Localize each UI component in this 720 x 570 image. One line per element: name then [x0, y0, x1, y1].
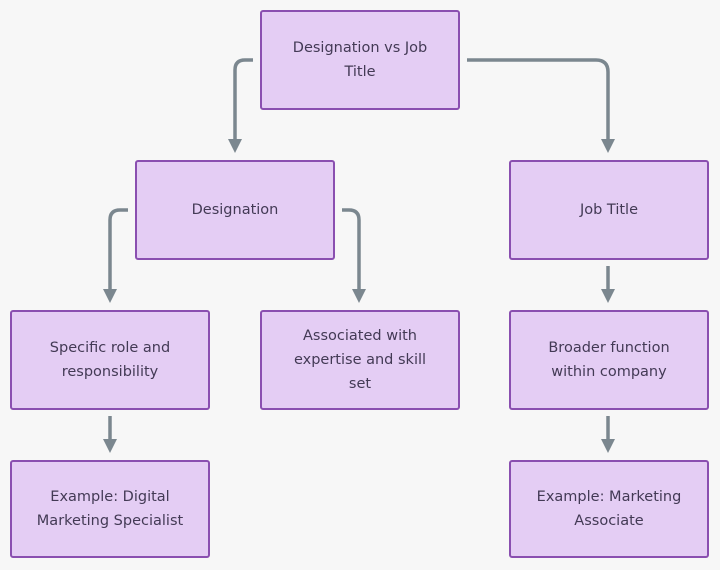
node-label: Job Title	[579, 202, 639, 218]
node-root: Designation vs Job Title	[260, 10, 460, 110]
node-associated-expertise: Associated with expertise and skill set	[260, 310, 460, 410]
node-label: Associated with expertise and skill set	[293, 328, 427, 392]
node-example-designation: Example: Digital Marketing Specialist	[10, 460, 210, 558]
edge-designation-specific	[103, 208, 128, 303]
node-label: Specific role and responsibility	[49, 340, 171, 380]
node-example-job-title: Example: Marketing Associate	[509, 460, 709, 558]
edge-root-job-title	[467, 58, 615, 153]
node-designation: Designation	[135, 160, 335, 260]
node-label: Example: Digital Marketing Specialist	[36, 489, 184, 529]
edge-designation-associated	[342, 208, 366, 303]
node-broader-function: Broader function within company	[509, 310, 709, 410]
node-label: Designation	[191, 202, 279, 218]
node-specific-role: Specific role and responsibility	[10, 310, 210, 410]
node-job-title: Job Title	[509, 160, 709, 260]
node-label: Broader function within company	[548, 340, 670, 380]
node-label: Designation vs Job Title	[292, 40, 428, 80]
edge-root-designation	[228, 58, 253, 153]
node-label: Example: Marketing Associate	[536, 489, 682, 529]
